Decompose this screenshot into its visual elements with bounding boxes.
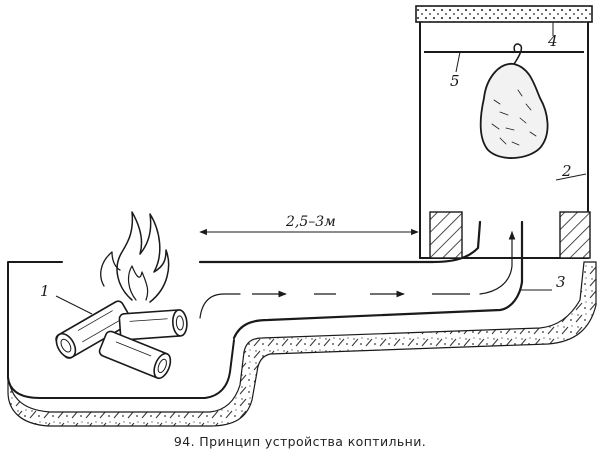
ground-earth <box>7 261 597 427</box>
product-texture <box>491 89 537 146</box>
flame-icon <box>116 211 170 303</box>
leader-firebox <box>55 295 93 315</box>
label-flue: 3 <box>556 273 566 291</box>
flame-side-icon <box>100 251 121 287</box>
figure-caption: 94. Принцип устройства коптильни. <box>174 434 426 449</box>
label-firebox: 1 <box>40 282 50 300</box>
firewood-icon <box>55 300 188 380</box>
firebox-outline <box>7 261 235 399</box>
chamber-lid <box>415 5 593 23</box>
smoke-flow-riser <box>479 231 516 295</box>
smoke-flow-curve <box>199 293 241 319</box>
chamber-base-left <box>429 211 463 259</box>
dimension-label: 2,5–3м <box>285 214 336 230</box>
leader-rod <box>455 51 461 73</box>
leader-chamber <box>555 173 587 181</box>
label-lid: 4 <box>547 32 558 50</box>
label-rod: 5 <box>450 72 460 90</box>
flame-inner-icon <box>127 265 149 301</box>
chamber-base-right <box>559 211 591 259</box>
hook-icon <box>513 43 523 65</box>
flue-bottom-wall <box>232 220 524 340</box>
smoked-product-icon <box>479 63 549 159</box>
label-chamber: 2 <box>561 162 572 180</box>
